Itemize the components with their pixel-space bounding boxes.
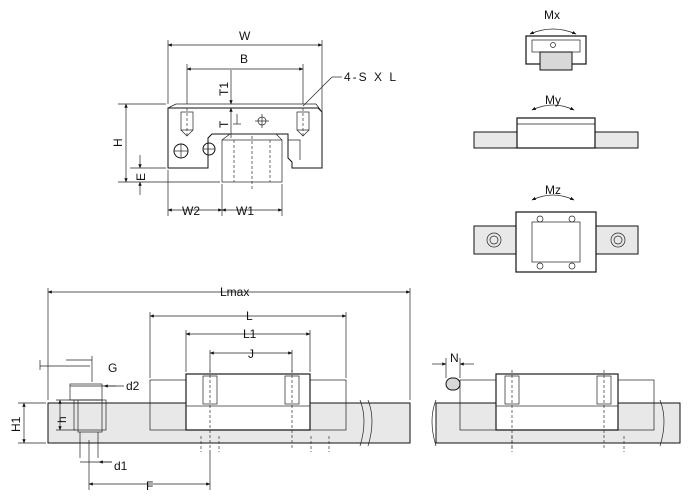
label-screw: 4-S X L [344, 70, 398, 84]
label-h: h [55, 416, 69, 423]
label-J: J [248, 347, 254, 361]
side-view-end-seal: N [431, 351, 681, 452]
label-L: L [246, 309, 253, 323]
label-Mx: Mx [544, 8, 560, 22]
block-outline [167, 107, 323, 169]
label-F: F [146, 479, 153, 493]
moment-view-my: My [473, 93, 639, 149]
front-view: W B 4-S X L T1 T H E W2 W1 [111, 29, 398, 218]
label-H1: H1 [9, 416, 23, 432]
carriage-block [185, 373, 311, 431]
label-Mz: Mz [545, 183, 561, 197]
label-W1: W1 [236, 204, 254, 218]
label-L1: L1 [243, 327, 257, 341]
moment-view-mx: Mx [525, 8, 587, 71]
label-d1: d1 [114, 459, 128, 473]
label-My: My [545, 93, 561, 107]
label-N: N [450, 351, 459, 365]
label-d2: d2 [126, 379, 140, 393]
label-T1: T1 [217, 82, 231, 96]
label-T: T [217, 120, 231, 128]
label-Lmax: Lmax [220, 285, 249, 299]
label-H: H [111, 138, 125, 147]
label-W: W [239, 29, 251, 43]
label-B: B [240, 52, 248, 66]
label-G: G [108, 361, 117, 375]
label-E: E [134, 173, 148, 181]
side-view: Lmax L L1 J G d2 H1 h d1 F [9, 285, 411, 493]
label-W2: W2 [182, 204, 200, 218]
moment-view-mz: Mz [473, 183, 639, 273]
